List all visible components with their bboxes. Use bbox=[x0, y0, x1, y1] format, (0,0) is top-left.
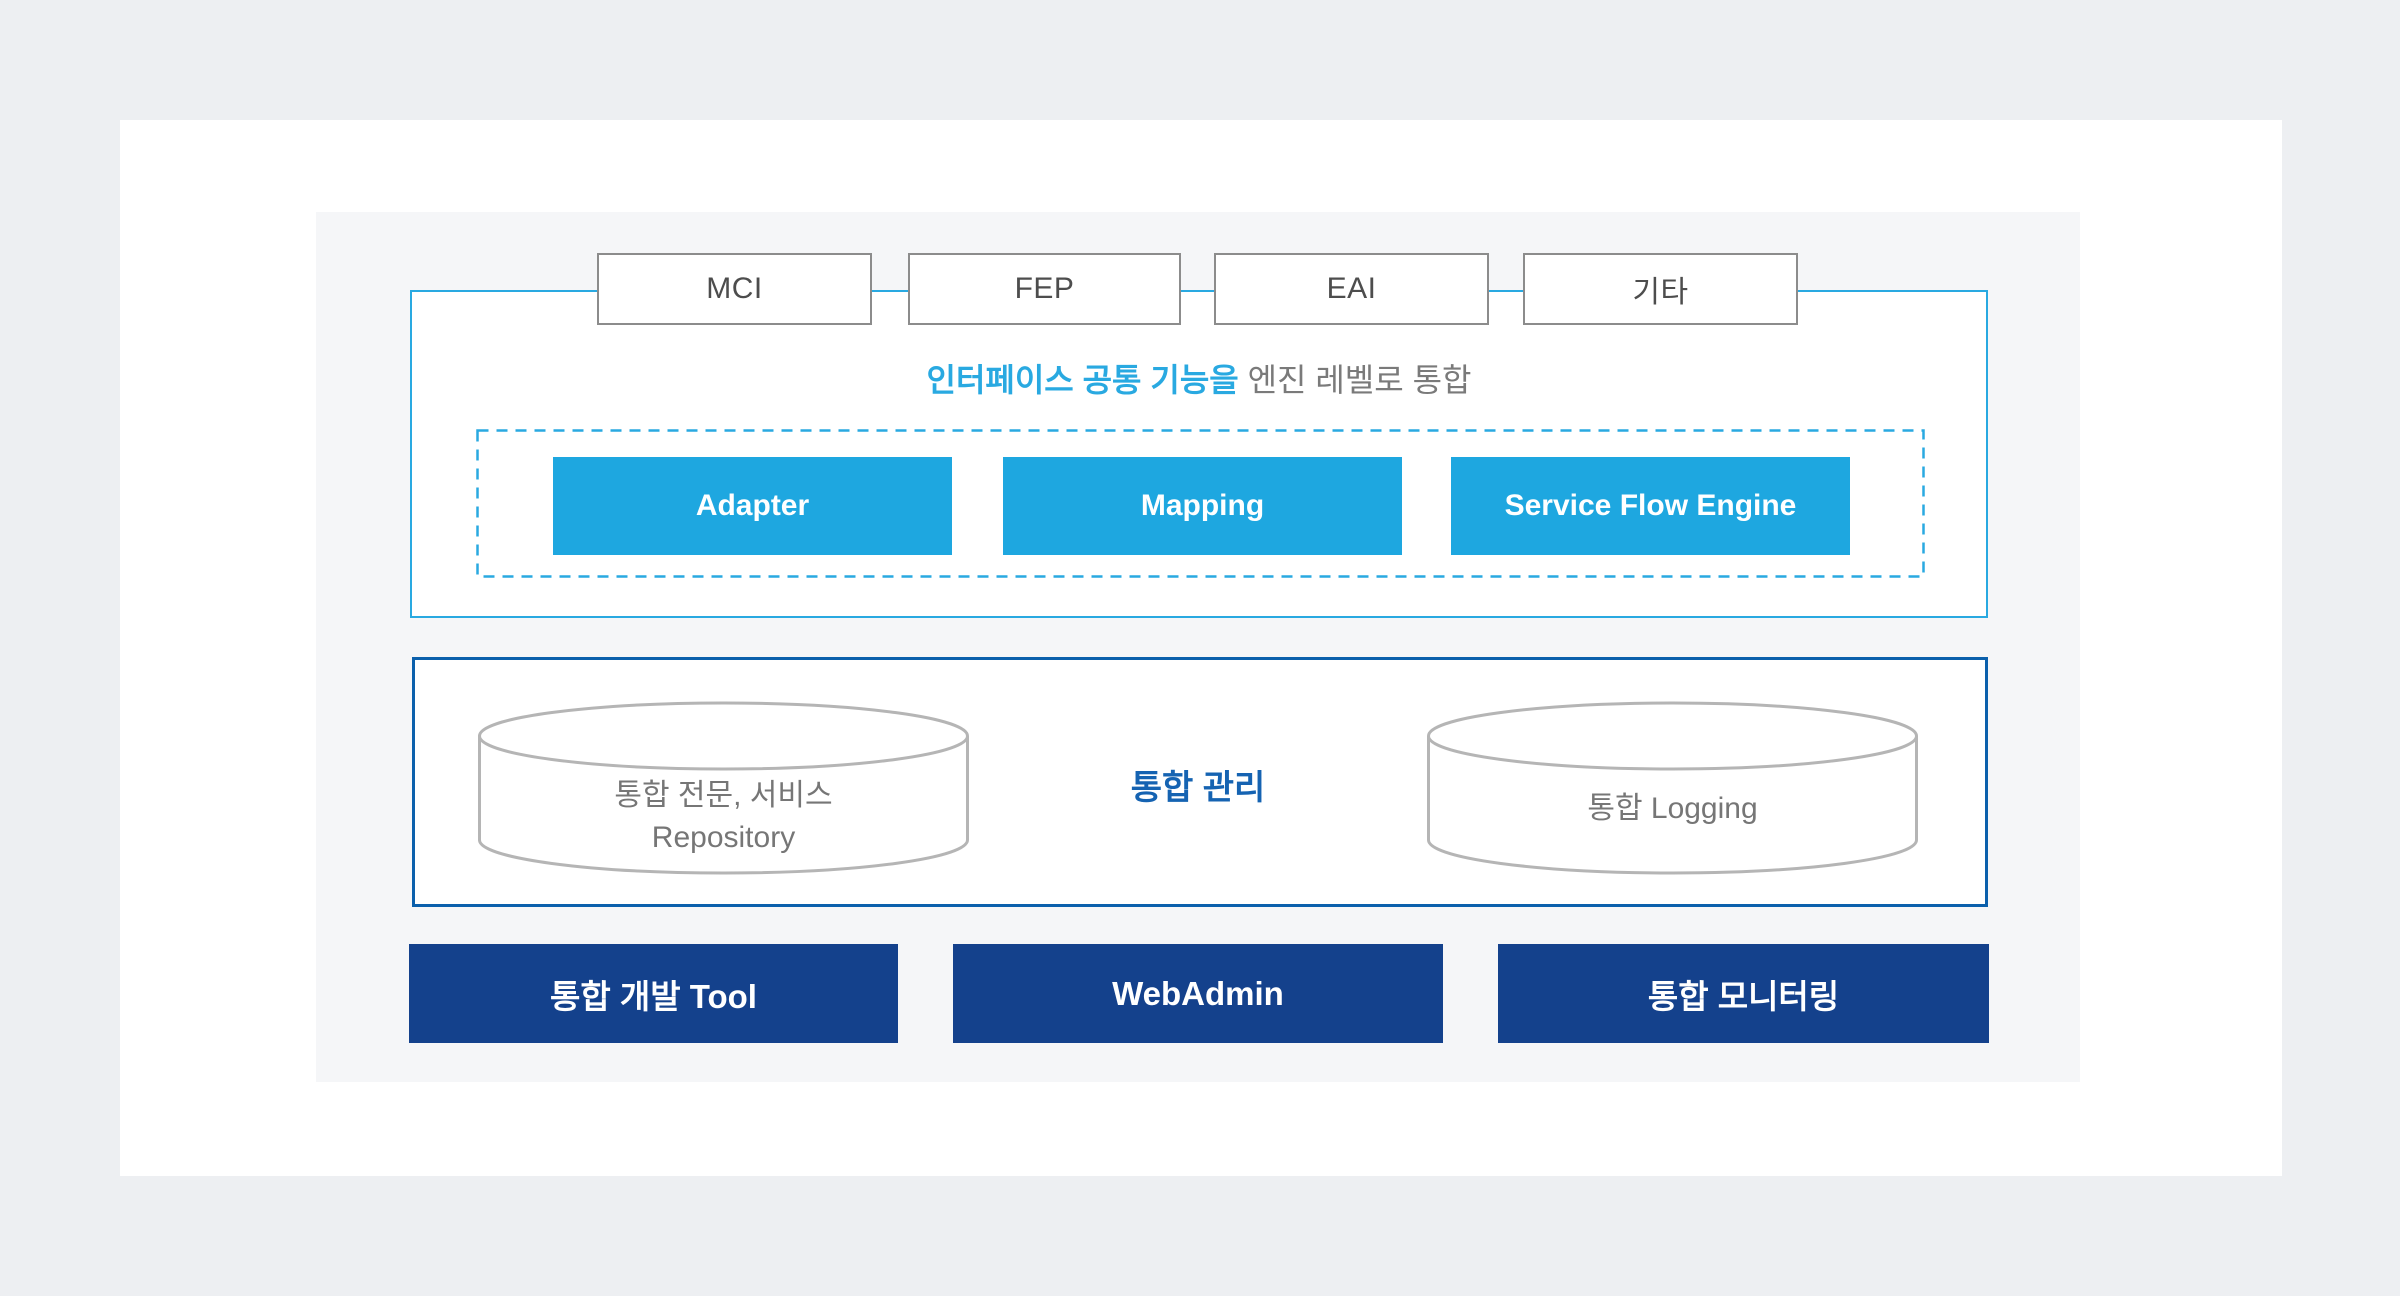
tool-label-monitoring: 통합 모니터링 bbox=[1647, 977, 1840, 1015]
system-box-eai: EAI bbox=[1214, 253, 1489, 325]
module-label-mapping: Mapping bbox=[1140, 489, 1265, 522]
module-mapping: Mapping bbox=[1003, 457, 1402, 555]
management-title: 통합 관리 bbox=[1130, 769, 1266, 807]
headline: 인터페이스 공통 기능을 엔진 레벨로 통합 bbox=[410, 352, 1988, 408]
system-label-mci: MCI bbox=[706, 272, 763, 305]
system-box-etc: 기타 bbox=[1523, 253, 1798, 325]
repository-cylinder: 통합 전문, 서비스 Repository bbox=[477, 700, 970, 878]
tool-label-webadmin: WebAdmin bbox=[1112, 974, 1284, 1012]
engine-container-box bbox=[410, 290, 1988, 618]
repository-label: 통합 전문, 서비스 Repository bbox=[477, 775, 970, 859]
module-service-flow-engine: Service Flow Engine bbox=[1451, 457, 1850, 555]
logging-cylinder: 통합 Logging bbox=[1426, 700, 1919, 878]
module-group-dashed-border bbox=[476, 429, 1925, 578]
tool-box-monitoring: 통합 모니터링 bbox=[1498, 944, 1989, 1043]
cylinder-icon bbox=[478, 701, 969, 875]
logging-label: 통합 Logging bbox=[1426, 788, 1919, 830]
system-label-etc: 기타 bbox=[1632, 276, 1689, 309]
system-box-fep: FEP bbox=[908, 253, 1181, 325]
tool-label-dev-tool: 통합 개발 Tool bbox=[550, 977, 757, 1015]
logging-label-line1: 통합 Logging bbox=[1587, 792, 1758, 825]
module-adapter: Adapter bbox=[553, 457, 952, 555]
tool-box-webadmin: WebAdmin bbox=[953, 944, 1443, 1043]
system-label-fep: FEP bbox=[1014, 272, 1075, 305]
cylinder-icon bbox=[1427, 701, 1918, 875]
headline-highlight: 인터페이스 공통 기능을 bbox=[926, 362, 1239, 398]
tool-box-dev-tool: 통합 개발 Tool bbox=[409, 944, 898, 1043]
repository-label-line1: 통합 전문, 서비스 bbox=[614, 779, 833, 812]
system-box-mci: MCI bbox=[597, 253, 872, 325]
system-label-eai: EAI bbox=[1326, 272, 1377, 305]
headline-rest: 엔진 레벨로 통합 bbox=[1238, 362, 1472, 398]
module-label-service-flow-engine: Service Flow Engine bbox=[1504, 489, 1797, 522]
module-label-adapter: Adapter bbox=[695, 489, 810, 522]
repository-label-line2: Repository bbox=[651, 821, 796, 854]
